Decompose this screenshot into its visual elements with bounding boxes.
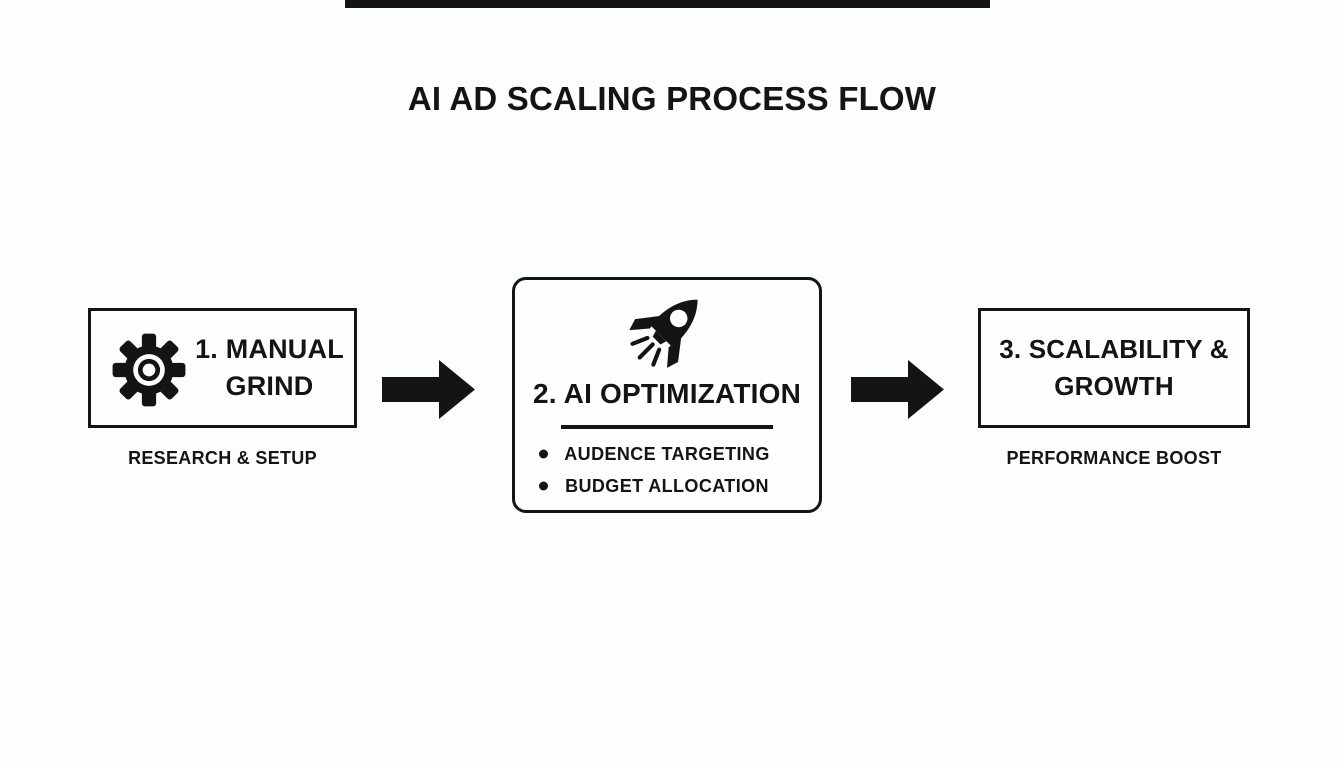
bullet-label-budget-allocation: BUDGET ALLOCATION bbox=[565, 475, 769, 496]
block-arrow-right-icon bbox=[851, 359, 945, 420]
diagram-title: AI AD SCALING PROCESS FLOW bbox=[407, 80, 937, 117]
step-label-ai-optimization: 2. AI OPTIMIZATION bbox=[532, 378, 802, 409]
label-underline-divider bbox=[561, 425, 773, 429]
step-label-manual-grind: 1. MANUAL GRIND bbox=[195, 334, 344, 401]
step-caption-manual-grind: RESEARCH & SETUP bbox=[128, 448, 317, 468]
step-box-manual-grind: 1. MANUAL GRIND bbox=[88, 308, 357, 428]
step-box-ai-optimization: 2. AI OPTIMIZATION AUDENCE TARGETING BUD… bbox=[512, 277, 822, 513]
bullet-item: BUDGET ALLOCATION bbox=[515, 474, 819, 498]
step-caption-scalability-growth: PERFORMANCE BOOST bbox=[1006, 448, 1222, 468]
step-box-scalability-growth: 3. SCALABILITY & GROWTH bbox=[978, 308, 1250, 428]
rocket-icon bbox=[621, 286, 713, 378]
bullet-list: AUDENCE TARGETING BUDGET ALLOCATION bbox=[515, 442, 819, 498]
bullet-item: AUDENCE TARGETING bbox=[515, 442, 819, 466]
top-crop-bar bbox=[345, 0, 990, 8]
block-arrow-right-icon bbox=[382, 359, 476, 420]
step-label-scalability-growth: 3. SCALABILITY & GROWTH bbox=[999, 334, 1229, 401]
bullet-dot bbox=[539, 481, 548, 491]
gear-icon bbox=[111, 332, 187, 408]
bullet-label-audience-targeting: AUDENCE TARGETING bbox=[564, 443, 770, 464]
bullet-dot bbox=[539, 449, 548, 459]
